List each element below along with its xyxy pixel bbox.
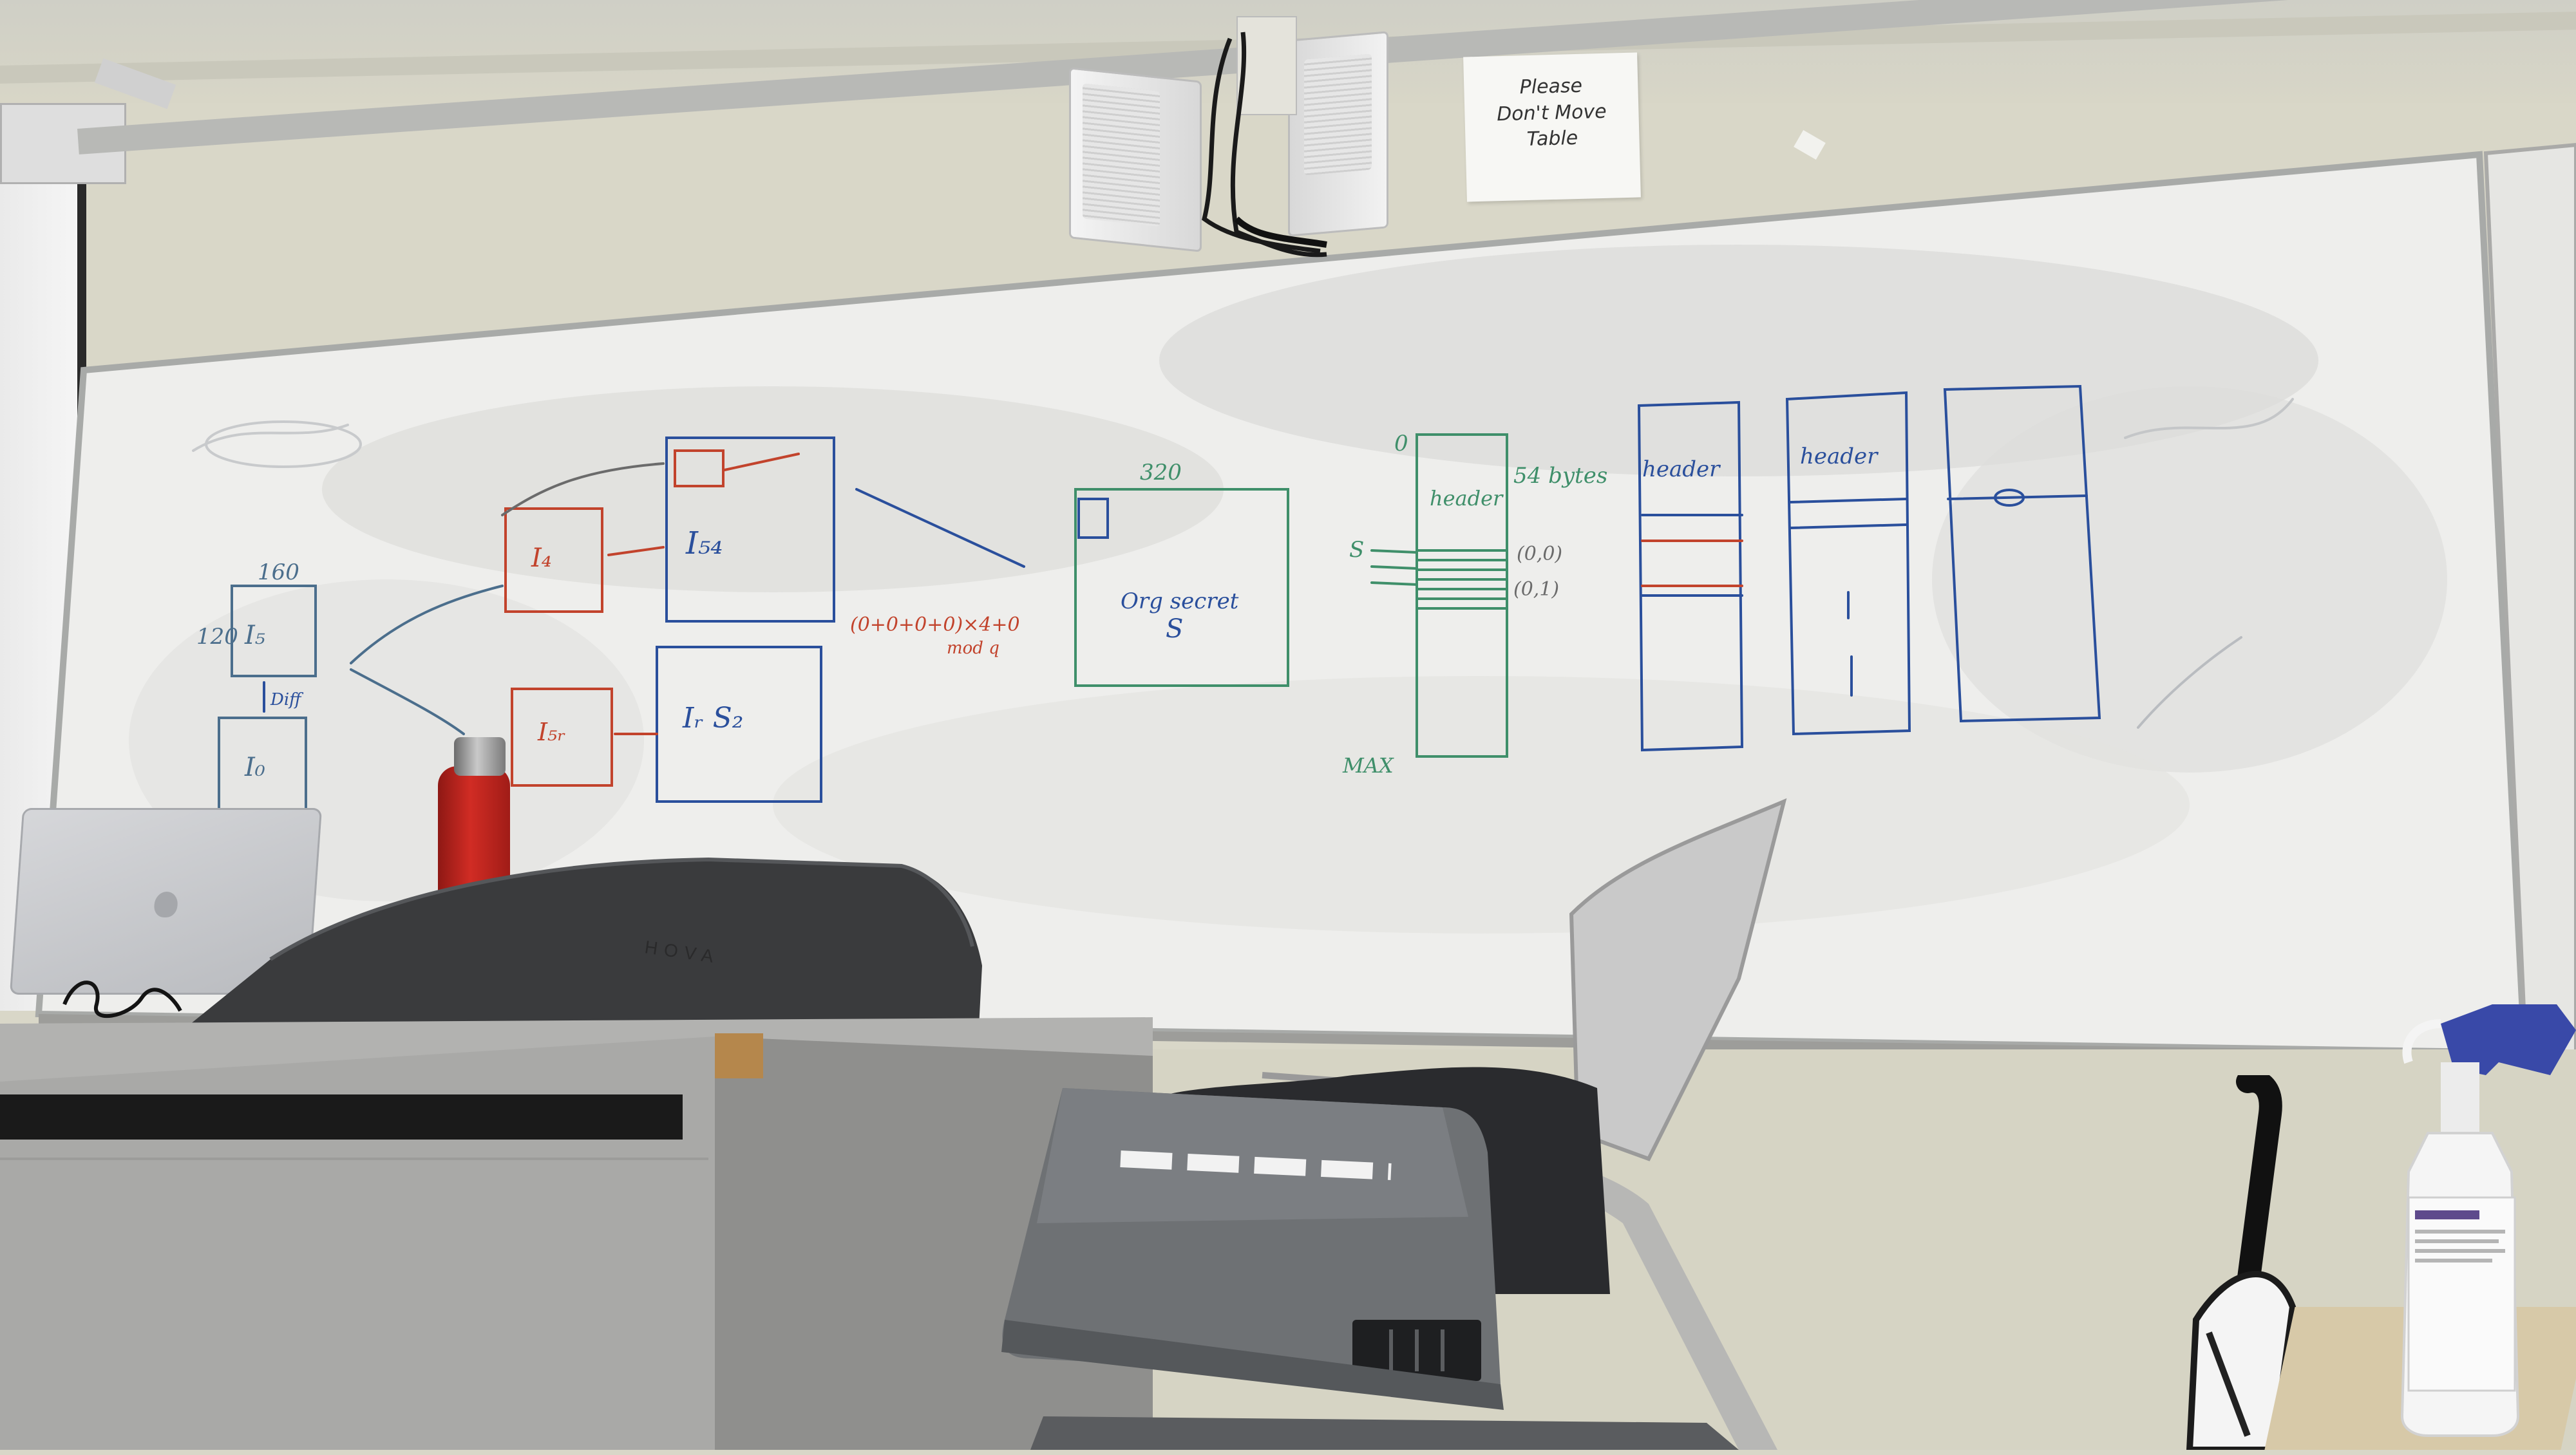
label-i2s2: Iᵣ S₂	[682, 702, 743, 735]
label-0: 0	[1394, 431, 1408, 456]
bottle-cap	[454, 737, 506, 776]
label-header-green: header	[1430, 486, 1504, 511]
box-i4	[504, 507, 603, 613]
label-coord-01: (0,1)	[1513, 578, 1559, 601]
memory-column-4	[1943, 384, 2101, 723]
box-i54	[665, 436, 835, 623]
label-org-secret: Org secret	[1121, 588, 1239, 614]
speaker-cables	[1202, 32, 1327, 258]
label-i5: I₅	[244, 621, 265, 650]
speaker-mount	[1236, 16, 1297, 115]
laptop-cable	[62, 981, 182, 1018]
label-s-org: S	[1166, 614, 1183, 644]
memory-column-2	[1637, 400, 1744, 752]
label-i54: I₅₄	[685, 525, 723, 561]
umbrella	[2186, 1075, 2297, 1450]
box-i5r	[511, 688, 613, 787]
label-120: 120	[196, 624, 238, 650]
label-160: 160	[258, 559, 299, 585]
label-mod-q: mod q	[947, 639, 999, 658]
label-i0: I₀	[244, 753, 265, 782]
memory-column-3	[1785, 391, 1911, 736]
label-header-2: header	[1642, 456, 1721, 482]
label-coord-00: (0,0)	[1517, 543, 1562, 565]
label-formula: (0+0+0+0)×4+0	[850, 614, 1020, 636]
label-i4: I₄	[531, 543, 552, 573]
label-320: 320	[1140, 460, 1182, 485]
box-org-secret	[1074, 488, 1289, 687]
memory-column-green	[1416, 433, 1508, 758]
label-header-3: header	[1800, 444, 1879, 469]
box-i2s2	[656, 646, 822, 803]
label-diff: Diff	[270, 690, 304, 709]
label-s-arrow: S	[1349, 537, 1364, 563]
label-max: MAX	[1342, 753, 1394, 778]
label-i5r: I₅ᵣ	[537, 718, 565, 746]
spray-bottle	[2400, 1004, 2576, 1437]
messenger-bag	[992, 1062, 1629, 1423]
box-i5	[231, 585, 317, 677]
label-54-bytes: 54 bytes	[1513, 463, 1607, 489]
